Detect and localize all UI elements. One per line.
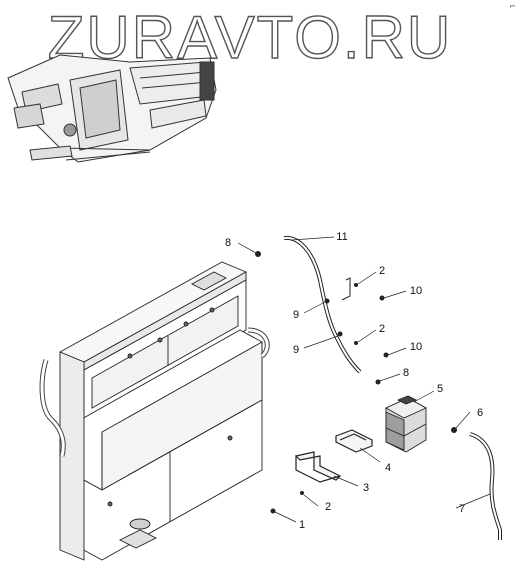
fasteners bbox=[255, 251, 457, 514]
callout-8-top: 8 bbox=[225, 237, 231, 249]
excavator-thumbnail bbox=[7, 54, 217, 163]
callout-2-mid: 2 bbox=[379, 323, 385, 335]
callout-labels: 8 11 2 10 9 2 9 10 8 5 6 4 3 7 2 1 bbox=[225, 231, 483, 531]
callout-9-mid: 9 bbox=[293, 344, 299, 356]
leader-lines bbox=[237, 236, 491, 523]
callout-4: 4 bbox=[385, 462, 391, 474]
bracket-3 bbox=[294, 451, 342, 483]
callout-8-mid: 8 bbox=[403, 367, 409, 379]
callout-3: 3 bbox=[363, 482, 369, 494]
callout-5: 5 bbox=[437, 383, 443, 395]
hose-11 bbox=[283, 235, 362, 374]
bracket-4 bbox=[335, 429, 373, 453]
callout-7: 7 bbox=[459, 503, 465, 515]
callout-1: 1 bbox=[299, 519, 305, 531]
callout-2-bottom: 2 bbox=[325, 501, 331, 513]
corner-mark: ⌐ bbox=[509, 2, 516, 11]
callout-9-top: 9 bbox=[293, 309, 299, 321]
callout-6: 6 bbox=[477, 407, 483, 419]
callout-11: 11 bbox=[336, 231, 347, 243]
clip-bracket bbox=[341, 277, 351, 301]
hose-7 bbox=[469, 432, 502, 540]
radiator-assembly bbox=[39, 261, 270, 561]
callout-10-top: 10 bbox=[410, 285, 422, 297]
callout-10-mid: 10 bbox=[410, 341, 422, 353]
callout-2-top: 2 bbox=[379, 265, 385, 277]
reservoir-tank-5 bbox=[385, 395, 427, 453]
